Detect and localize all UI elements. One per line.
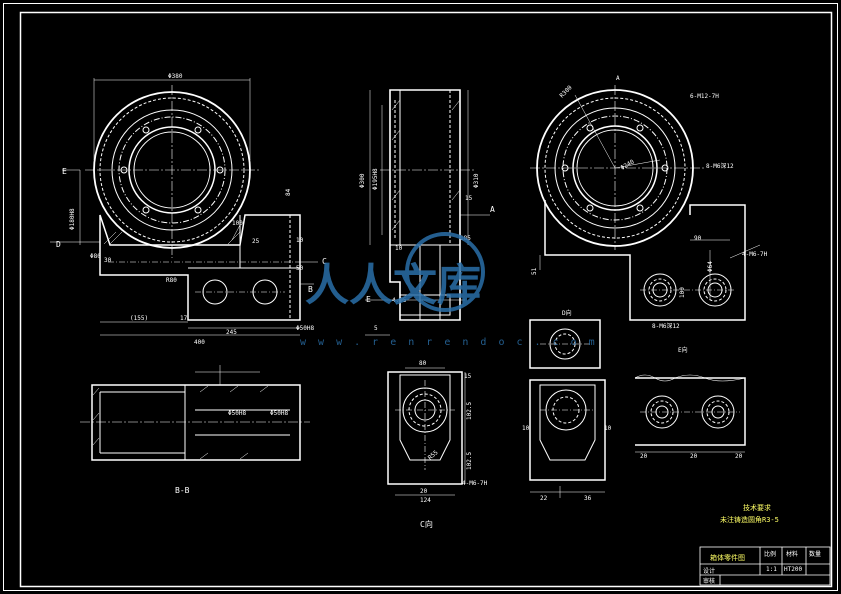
dim-17: 17 [180, 315, 188, 322]
front-view [50, 78, 318, 336]
dim-50: 50 [296, 265, 304, 272]
design-label: 设计 [703, 567, 715, 575]
section-label-b: B [308, 285, 313, 294]
dim-d-10b: 10 [604, 425, 612, 432]
side-view [365, 89, 490, 336]
dim-90: 90 [694, 235, 702, 242]
section-e-labels: 20 20 20 [640, 453, 743, 460]
title-block [699, 546, 831, 586]
section-label-a-right: A [616, 75, 620, 82]
notes-line: 未注铸造圆角R3-5 [720, 515, 779, 524]
material-value: HT200 [784, 566, 802, 573]
dim-c-124: 124 [420, 497, 431, 504]
material-label: 材料 [786, 550, 798, 558]
section-label-e-side: E [366, 295, 371, 304]
dim-30: 30 [104, 257, 112, 264]
scale-value: 1:1 [766, 566, 777, 573]
dim-15: 15 [465, 195, 473, 202]
dim-bb-phi50h8: Φ50H8 [228, 410, 246, 417]
dim-c-1025a: 102.5 [466, 402, 473, 420]
dim-phi310: Φ310 [473, 173, 480, 188]
right-view [530, 85, 761, 321]
section-label-c: C [322, 257, 327, 266]
dim-245: 245 [226, 329, 237, 336]
note-6-m12: 6-M12-7H [690, 93, 719, 100]
section-label-d: D [56, 240, 61, 249]
section-c [387, 367, 466, 496]
dim-phi195h8: Φ195H8 [372, 168, 379, 190]
dim-155: (155) [130, 315, 148, 322]
watermark-logo: 人人文库 [305, 260, 481, 311]
check-label: 审核 [703, 577, 715, 585]
dim-c-20: 20 [420, 488, 428, 495]
section-d [529, 319, 606, 498]
view-label-e: E向 [678, 346, 688, 354]
dim-100: 100 [232, 220, 243, 227]
dim-d-22: 22 [540, 495, 548, 502]
dim-bb-h8: Φ50H8 [270, 410, 288, 417]
dim-c-80: 80 [419, 360, 427, 367]
section-label-e-front: E [62, 167, 67, 176]
watermark-url: w w w . r e n r e n d o c . c o m [300, 337, 598, 348]
dim-84: 84 [285, 188, 292, 196]
dim-80: Φ80 [90, 253, 101, 260]
section-d-labels: D向 10 22 36 10 [522, 309, 612, 502]
dim-10: 10 [296, 237, 304, 244]
dim-r80: R80 [166, 277, 177, 284]
dim-side-10: 10 [395, 245, 403, 252]
note-8-m6-b: 8-M6深12 [652, 322, 680, 330]
section-c-title: C向 [420, 519, 433, 529]
dim-e-20c: 20 [735, 453, 743, 460]
dim-top-width: Φ380 [168, 73, 183, 80]
section-e [634, 374, 746, 453]
dim-phi300: Φ300 [359, 173, 366, 188]
section-bb [80, 365, 310, 461]
dim-phi64: Φ64 [707, 261, 714, 272]
watermark: 人人文库 w w w . r e n r e n d o c . c o m [300, 232, 598, 348]
notes-title: 技术要求 [743, 503, 771, 512]
section-c-labels: 80 15 102.5 102.5 20 124 4-M6-7H R55 C向 [419, 360, 488, 529]
dim-d-10: 10 [522, 425, 530, 432]
section-bb-labels: Φ50H8 Φ50H8 B-B [175, 410, 288, 495]
dim-right-100: 100 [679, 287, 686, 298]
note-8-m6: 8-M6深12 [706, 162, 734, 170]
dim-c-15: 15 [464, 373, 472, 380]
section-d-title: D向 [562, 309, 572, 317]
dim-400: 400 [194, 339, 205, 346]
dim-side-5: 5 [374, 325, 378, 332]
qty-label: 数量 [809, 550, 821, 558]
dim-r300: R300 [558, 84, 573, 99]
dim-495: 4.95 [392, 297, 407, 304]
drawing-name: 箱体零件图 [710, 553, 745, 562]
dim-25: 25 [252, 238, 260, 245]
section-bb-title: B-B [175, 486, 190, 495]
dim-phi240: Φ240 [620, 158, 636, 171]
title-block-text: 箱体零件图 比例 材料 数量 1:1 HT200 设计 审核 [703, 550, 821, 585]
note-4-m6: 4-M6-7H [742, 251, 768, 258]
dim-51: 51 [531, 267, 538, 275]
outer-border [3, 3, 838, 591]
dim-d-36: 36 [584, 495, 592, 502]
dim-c-1025b: 102.5 [466, 452, 473, 470]
inner-border [19, 11, 833, 588]
technical-notes: 技术要求 未注铸造圆角R3-5 [720, 503, 779, 524]
dim-e-20b: 20 [690, 453, 698, 460]
section-label-a: A [490, 205, 495, 214]
front-view-labels: Φ380 Φ180H8 D E Φ80 R80 (155) 400 245 10… [56, 73, 327, 346]
dim-e-20a: 20 [640, 453, 648, 460]
dim-left-height: Φ180H8 [69, 208, 76, 230]
dim-phi50h8: Φ50H8 [296, 325, 314, 332]
scale-label: 比例 [764, 550, 776, 558]
note-c-4-m6: 4-M6-7H [462, 480, 488, 487]
